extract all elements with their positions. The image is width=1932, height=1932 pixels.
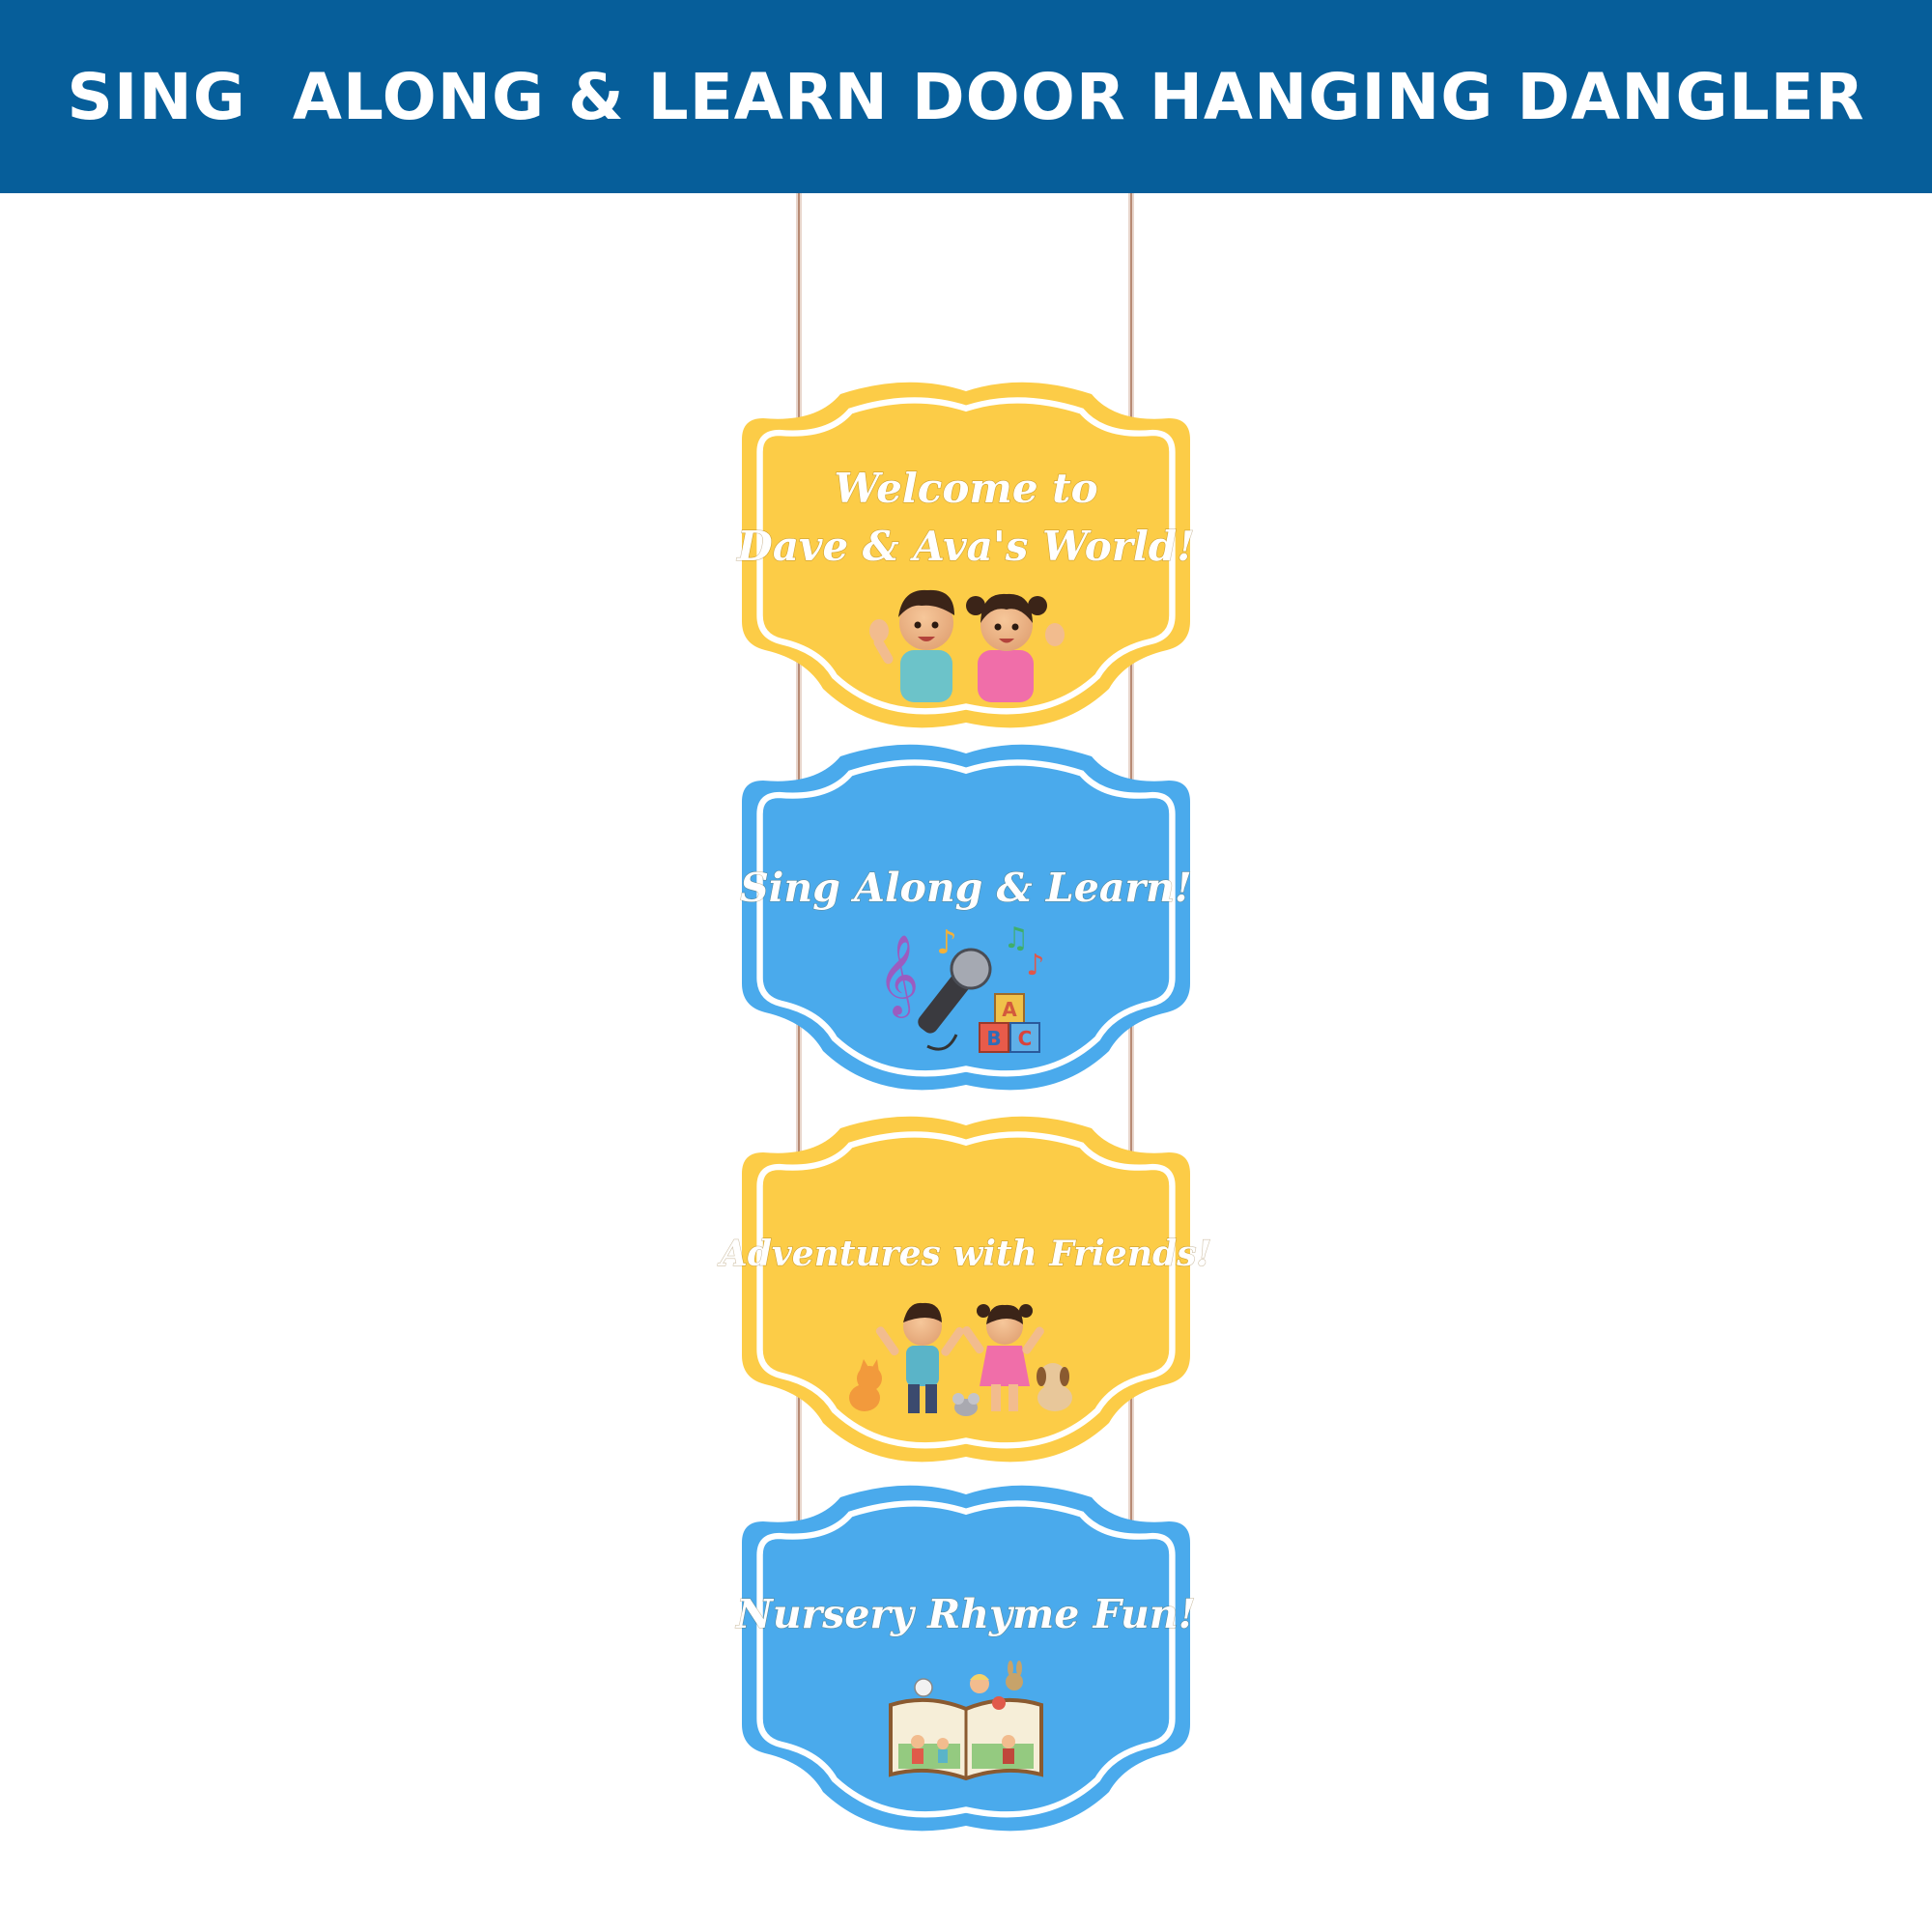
panel-1-line-1: Welcome to (834, 465, 1097, 512)
block-letter-c: C (1018, 1027, 1033, 1050)
abc-blocks: A B C (979, 993, 1040, 1053)
storybook-icon (889, 1661, 1043, 1781)
panel-4-line-1: Nursery Rhyme Fun! (734, 1591, 1195, 1637)
panel-adventures: Adventures with Friends! (717, 1116, 1212, 1463)
block-letter-b: B (986, 1027, 1001, 1050)
panel-welcome: Welcome to Dave & Ava's World! (736, 382, 1195, 728)
waving-kids-icon (869, 589, 1065, 702)
panel-1-line-2: Dave & Ava's World! (736, 523, 1194, 570)
microphone-music-blocks-icon: 𝄞 ♪ ♫ ♪ A B C (878, 922, 1045, 1053)
svg-text:♫: ♫ (1004, 922, 1030, 955)
kids-with-pets-icon (849, 1302, 1072, 1416)
svg-text:♪: ♪ (1026, 949, 1044, 982)
panel-sing-along: Sing Along & Learn! 𝄞 ♪ ♫ ♪ A B C (740, 744, 1192, 1091)
title-banner: SING ALONG & LEARN DOOR HANGING DANGLER (0, 0, 1932, 193)
banner-title: SING ALONG & LEARN DOOR HANGING DANGLER (67, 59, 1865, 134)
panel-3-line-1: Adventures with Friends! (718, 1234, 1211, 1274)
svg-text:𝄞: 𝄞 (878, 933, 920, 1018)
panel-nursery-rhyme: Nursery Rhyme Fun! (734, 1485, 1196, 1832)
svg-text:♪: ♪ (936, 923, 957, 962)
panel-2-line-1: Sing Along & Learn! (740, 865, 1192, 911)
block-letter-a: A (1002, 998, 1017, 1021)
